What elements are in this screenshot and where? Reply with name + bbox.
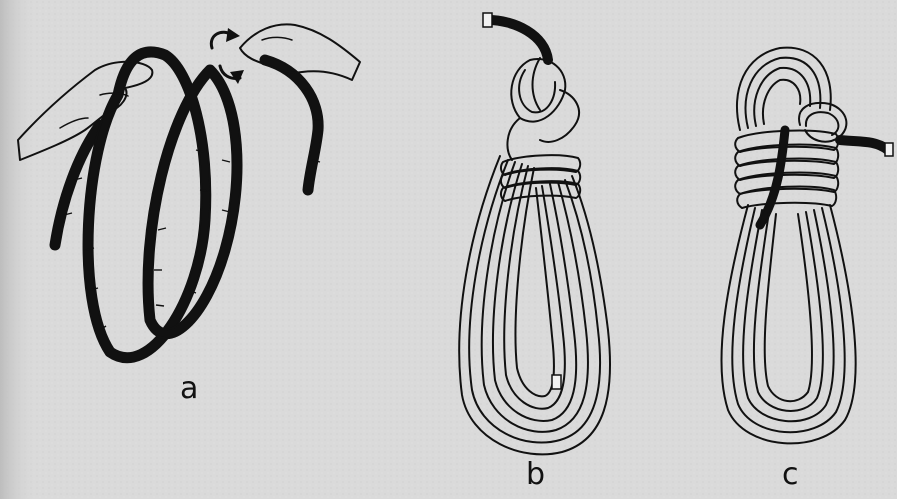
panel-c-label: c	[782, 457, 799, 492]
panel-a-label: a	[180, 371, 198, 406]
panel-b-label: b	[526, 457, 545, 492]
